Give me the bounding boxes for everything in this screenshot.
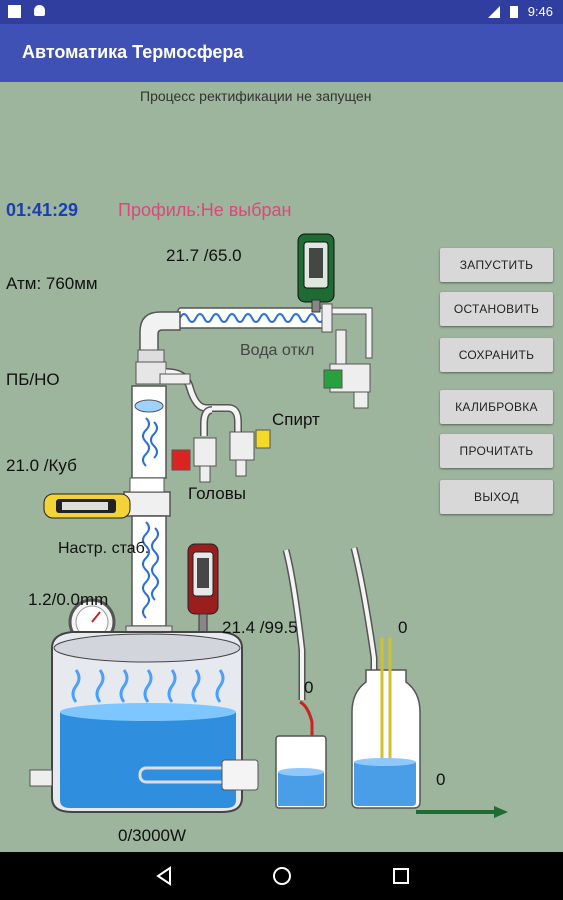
- exit-button[interactable]: ВЫХОД: [440, 480, 553, 514]
- body-collector-bottle: [350, 547, 421, 809]
- column-elbow: [135, 311, 181, 385]
- power-readout: 0/3000W: [118, 826, 187, 845]
- app-bar: Автоматика Термосфера: [0, 24, 563, 82]
- water-valve: [323, 329, 371, 409]
- boiler-kettle: [29, 631, 259, 813]
- signal-icon: [488, 6, 500, 18]
- stab-setting: Настр. стаб.: [58, 540, 150, 557]
- back-icon[interactable]: [156, 866, 171, 886]
- navigation-bar: [0, 852, 563, 900]
- battery-icon: [510, 6, 518, 18]
- clock: 9:46: [527, 4, 553, 19]
- reflux-condenser: [177, 303, 373, 359]
- probe-count: 0: [436, 770, 446, 789]
- kettle-temperature: 21.4 /99.5: [222, 618, 298, 637]
- mode-label: ПБ/НО: [6, 370, 60, 389]
- save-button[interactable]: СОХРАНИТЬ: [440, 338, 553, 372]
- cube-temperature: 21.0 /Куб: [6, 456, 77, 475]
- level-probe: [416, 806, 508, 818]
- top-temperature: 21.7 /65.0: [166, 246, 242, 265]
- recents-icon[interactable]: [393, 868, 409, 884]
- atm-pressure: Атм: 760мм: [6, 274, 98, 293]
- status-bar: 9:46: [0, 0, 563, 24]
- timer: 01:41:29: [6, 200, 79, 220]
- app-title: Автоматика Термосфера: [22, 42, 244, 62]
- rectification-panel: Процесс ректификации не запущен 01:41:29…: [0, 82, 563, 852]
- top-thermometer: [297, 233, 335, 313]
- stop-button[interactable]: ОСТАНОВИТЬ: [440, 292, 553, 326]
- profile-label: Профиль:Не выбран: [118, 200, 292, 220]
- notification-icon: [8, 5, 21, 18]
- column-lower: [125, 515, 173, 641]
- start-button[interactable]: ЗАПУСТИТЬ: [440, 248, 553, 282]
- heads-label: Головы: [188, 484, 246, 503]
- heads-collector-jar: [275, 549, 327, 809]
- column-upper: [131, 385, 167, 479]
- read-button[interactable]: ПРОЧИТАТЬ: [440, 434, 553, 468]
- heads-spirit-outlets: [159, 368, 271, 483]
- process-status: Процесс ректификации не запущен: [140, 88, 372, 104]
- pressure-readout: 1.2/0.0mm: [28, 590, 109, 609]
- water-status: Вода откл: [240, 342, 315, 359]
- home-icon[interactable]: [273, 867, 291, 885]
- column-junction: [123, 477, 171, 517]
- android-icon: [34, 5, 45, 16]
- distillation-diagram: [29, 233, 508, 818]
- jar-small-count: 0: [304, 678, 314, 697]
- spirit-label: Спирт: [272, 410, 320, 429]
- jar-big-count: 0: [398, 618, 408, 637]
- calibrate-button[interactable]: КАЛИБРОВКА: [440, 390, 553, 424]
- stab-thermometer: [43, 493, 131, 519]
